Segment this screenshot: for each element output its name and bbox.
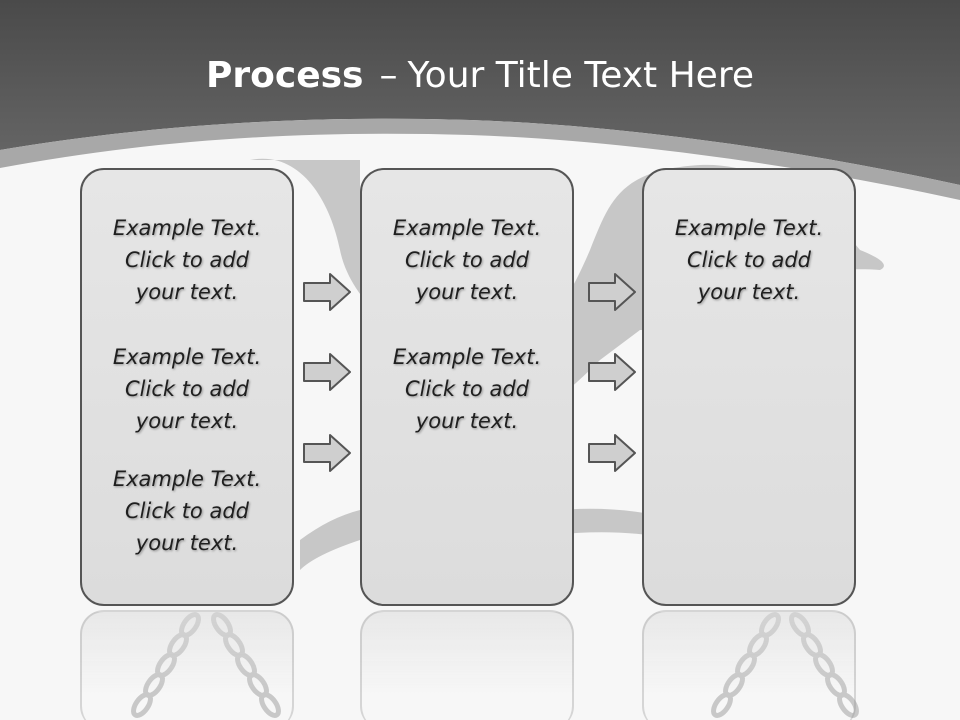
text-line: Click to add: [686, 248, 811, 272]
text-line: Click to add: [404, 377, 529, 401]
text-placeholder[interactable]: Example Text. Click to add your text.: [82, 212, 292, 308]
title-bold: Process: [205, 55, 364, 96]
text-line: your text.: [135, 531, 239, 555]
text-line: your text.: [415, 280, 519, 304]
text-line: your text.: [135, 280, 239, 304]
text-line: your text.: [415, 409, 519, 433]
process-box-3[interactable]: Example Text. Click to add your text.: [642, 168, 856, 606]
right-arrow-icon: [588, 434, 636, 472]
box-reflection: [642, 610, 856, 720]
right-arrow-icon: [588, 353, 636, 391]
text-line: Click to add: [404, 248, 529, 272]
text-placeholder[interactable]: Example Text. Click to add your text.: [362, 341, 572, 437]
text-placeholder[interactable]: Example Text. Click to add your text.: [82, 341, 292, 437]
slide-title[interactable]: Process–Your Title Text Here: [0, 54, 960, 98]
text-line: Example Text.: [112, 467, 262, 491]
text-line: Click to add: [124, 377, 249, 401]
text-line: Example Text.: [392, 345, 542, 369]
process-box-1[interactable]: Example Text. Click to add your text. Ex…: [80, 168, 294, 606]
title-dash: –: [379, 55, 398, 96]
right-arrow-icon: [588, 273, 636, 311]
text-line: your text.: [135, 409, 239, 433]
right-arrow-icon: [303, 273, 351, 311]
text-line: Click to add: [124, 248, 249, 272]
text-line: Example Text.: [112, 345, 262, 369]
right-arrow-icon: [303, 434, 351, 472]
text-placeholder[interactable]: Example Text. Click to add your text.: [362, 212, 572, 308]
text-line: Example Text.: [392, 216, 542, 240]
text-line: Click to add: [124, 499, 249, 523]
title-text: Your Title Text Here: [407, 55, 754, 96]
box-reflection: [80, 610, 294, 720]
text-placeholder[interactable]: Example Text. Click to add your text.: [82, 463, 292, 559]
text-line: your text.: [697, 280, 801, 304]
box-reflection: [360, 610, 574, 720]
right-arrow-icon: [303, 353, 351, 391]
text-line: Example Text.: [112, 216, 262, 240]
process-box-2[interactable]: Example Text. Click to add your text. Ex…: [360, 168, 574, 606]
text-placeholder[interactable]: Example Text. Click to add your text.: [644, 212, 854, 308]
text-line: Example Text.: [674, 216, 824, 240]
